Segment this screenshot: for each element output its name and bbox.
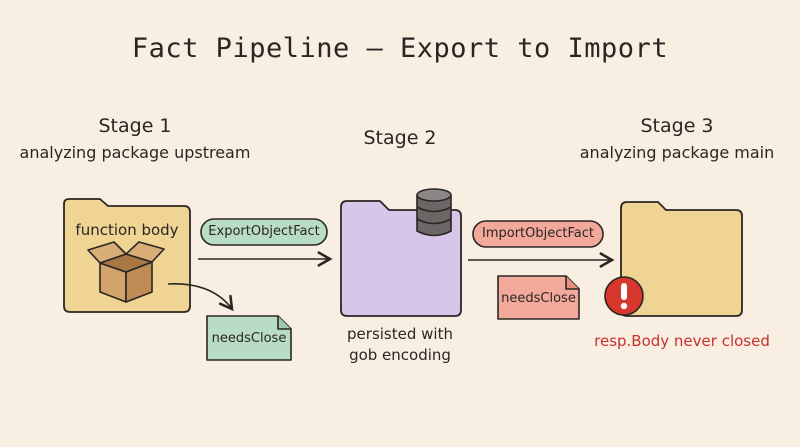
import-pill xyxy=(472,220,604,248)
stage1-subheading: analyzing package upstream xyxy=(19,143,251,162)
stage3-note-icon xyxy=(497,275,580,320)
export-object-fact-label: ExportObjectFact xyxy=(208,224,320,239)
open-box-icon xyxy=(87,241,165,303)
page-title: Fact Pipeline — Export to Import xyxy=(131,33,669,64)
import-object-fact-label: ImportObjectFact xyxy=(482,226,594,241)
function-body-label: function body xyxy=(75,221,179,239)
stage2-caption-line1: persisted with xyxy=(347,325,453,343)
warning-text: resp.Body never closed xyxy=(594,332,770,350)
stage1-needs-close-label: needsClose xyxy=(211,331,287,346)
alert-icon xyxy=(604,276,644,316)
stage3-heading: Stage 3 xyxy=(640,115,714,137)
export-pill xyxy=(200,218,328,246)
needs-close-arrow-icon xyxy=(167,283,234,312)
stage1-heading: Stage 1 xyxy=(98,115,172,137)
stage1-note-icon xyxy=(206,315,292,361)
database-icon xyxy=(416,188,452,237)
stage2-caption-line2: gob encoding xyxy=(349,346,451,364)
stage3-subheading: analyzing package main xyxy=(579,143,775,162)
stage2-heading: Stage 2 xyxy=(363,127,437,149)
stage3-needs-close-label: needsClose xyxy=(501,291,576,306)
